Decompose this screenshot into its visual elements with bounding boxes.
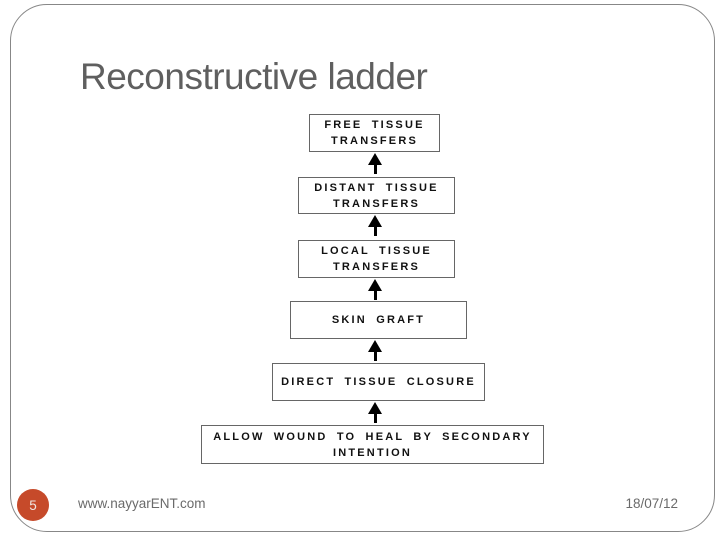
arrow-head — [368, 340, 382, 352]
ladder-step-text: INTENTION — [332, 446, 413, 459]
ladder-step-text: TRANSFERS — [332, 197, 421, 210]
ladder-step-distant-tissue-transfers: DISTANT TISSUE TRANSFERS — [298, 177, 455, 214]
ladder-step-text: LOCAL TISSUE — [321, 245, 432, 257]
ladder-step-free-tissue-transfers: FREE TISSUE TRANSFERS — [309, 114, 440, 152]
ladder-step-text: DIRECT TISSUE CLOSURE — [281, 376, 476, 388]
ladder-step-text: ALLOW WOUND TO HEAL BY SECONDARY — [213, 430, 532, 443]
ladder-step-allow-wound-to-heal: ALLOW WOUND TO HEAL BY SECONDARY INTENTI… — [201, 425, 544, 464]
ladder-step-text: SKIN GRAFT — [331, 314, 426, 326]
ladder-step-direct-tissue-closure: DIRECT TISSUE CLOSURE — [272, 363, 485, 401]
ladder-step-text: FREE TISSUE — [324, 119, 425, 131]
ladder-step-text: TRANSFERS — [332, 261, 421, 273]
ladder-step-skin-graft: SKIN GRAFT — [290, 301, 467, 339]
slide-number-badge: 5 — [17, 489, 49, 521]
footer-date: 18/07/12 — [625, 496, 678, 511]
ladder-step-local-tissue-transfers: LOCAL TISSUE TRANSFERS — [298, 240, 455, 278]
slide-frame-border — [10, 4, 715, 532]
up-arrow-icon — [368, 279, 382, 301]
up-arrow-icon — [368, 402, 382, 424]
up-arrow-icon — [368, 340, 382, 362]
up-arrow-icon — [368, 215, 382, 237]
slide-title: Reconstructive ladder — [80, 56, 428, 97]
arrow-stem — [373, 414, 377, 423]
arrow-head — [368, 215, 382, 227]
arrow-stem — [373, 352, 377, 361]
footer-url: www.nayyarENT.com — [78, 496, 206, 511]
ladder-step-text: TRANSFERS — [330, 135, 419, 147]
ladder-step-text: DISTANT TISSUE — [314, 181, 439, 194]
arrow-stem — [373, 291, 377, 300]
arrow-head — [368, 279, 382, 291]
arrow-head — [368, 153, 382, 165]
arrow-stem — [373, 165, 377, 174]
up-arrow-icon — [368, 153, 382, 175]
arrow-head — [368, 402, 382, 414]
arrow-stem — [373, 227, 377, 236]
